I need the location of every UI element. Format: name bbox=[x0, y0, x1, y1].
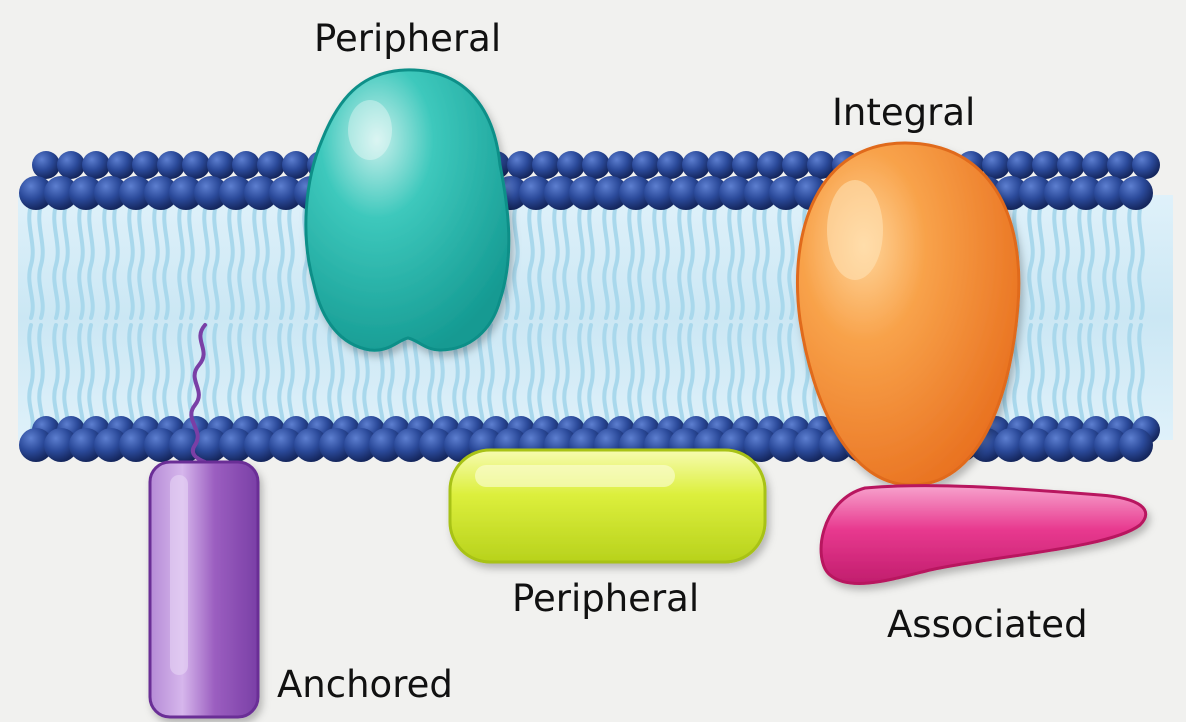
phospholipid-head bbox=[282, 151, 310, 179]
highlight bbox=[475, 465, 675, 487]
label-peripheral-top: Peripheral bbox=[314, 20, 501, 57]
phospholipid-head bbox=[782, 151, 810, 179]
phospholipid-head bbox=[32, 151, 60, 179]
phospholipid-head bbox=[1007, 151, 1035, 179]
phospholipid-head bbox=[632, 151, 660, 179]
peripheral-protein-top bbox=[306, 70, 509, 350]
phospholipid-head bbox=[707, 151, 735, 179]
phospholipid-head bbox=[1057, 151, 1085, 179]
phospholipid-head bbox=[82, 151, 110, 179]
phospholipid-head bbox=[1119, 428, 1153, 462]
phospholipid-head bbox=[207, 151, 235, 179]
phospholipid-head bbox=[232, 151, 260, 179]
label-integral: Integral bbox=[832, 94, 975, 131]
phospholipid-head bbox=[1032, 151, 1060, 179]
phospholipid-head bbox=[732, 151, 760, 179]
phospholipid-head bbox=[557, 151, 585, 179]
phospholipid-head bbox=[1132, 151, 1160, 179]
phospholipid-head bbox=[532, 151, 560, 179]
highlight bbox=[170, 475, 188, 675]
phospholipid-head bbox=[57, 151, 85, 179]
phospholipid-head bbox=[157, 151, 185, 179]
phospholipid-head bbox=[657, 151, 685, 179]
phospholipid-head bbox=[757, 151, 785, 179]
label-peripheral-bottom: Peripheral bbox=[512, 580, 699, 617]
highlight bbox=[827, 180, 883, 280]
label-associated: Associated bbox=[887, 606, 1088, 643]
phospholipid-head bbox=[257, 151, 285, 179]
anchored-protein bbox=[150, 462, 258, 717]
phospholipid-head bbox=[132, 151, 160, 179]
phospholipid-head bbox=[1119, 176, 1153, 210]
phospholipid-head bbox=[507, 151, 535, 179]
phospholipid-head bbox=[1082, 151, 1110, 179]
phospholipid-head bbox=[182, 151, 210, 179]
highlight bbox=[348, 100, 392, 160]
phospholipid-head bbox=[1107, 151, 1135, 179]
label-anchored: Anchored bbox=[277, 666, 453, 703]
phospholipid-head bbox=[607, 151, 635, 179]
phospholipid-head bbox=[107, 151, 135, 179]
phospholipid-head bbox=[582, 151, 610, 179]
phospholipid-head bbox=[682, 151, 710, 179]
associated-protein bbox=[821, 486, 1146, 584]
